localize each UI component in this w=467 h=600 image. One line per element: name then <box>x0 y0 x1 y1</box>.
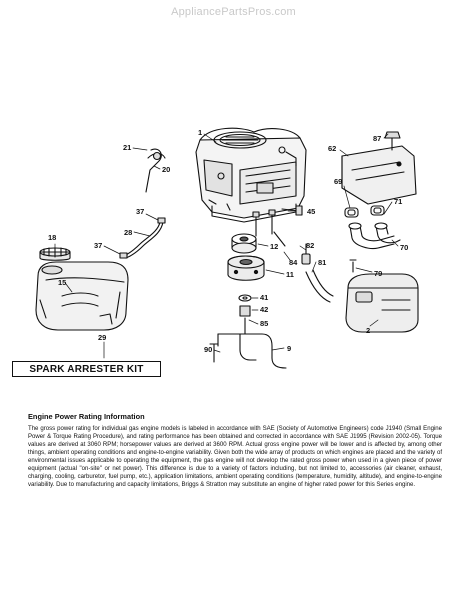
callout-84: 84 <box>289 258 298 267</box>
callout-20: 20 <box>162 165 170 174</box>
washer-41 <box>238 294 252 302</box>
info-heading: Engine Power Rating Information <box>28 412 145 421</box>
exhaust-pipe-71 <box>374 222 401 244</box>
dipstick-20 <box>145 148 166 193</box>
callout-69: 69 <box>334 177 342 186</box>
heat-shield-62 <box>341 145 417 205</box>
callout-81: 81 <box>318 258 326 267</box>
clutch-11 <box>227 255 265 281</box>
breather-hose-81 <box>305 269 334 303</box>
callout-82: 82 <box>306 241 314 250</box>
bolt-79 <box>349 259 357 273</box>
leader-lines <box>54 133 399 359</box>
callout-28: 28 <box>124 228 132 237</box>
engine-block <box>195 127 307 223</box>
callout-90: 90 <box>204 345 212 354</box>
callout-labels: 1 21 20 37 28 37 18 15 29 45 84 12 82 81… <box>48 128 408 354</box>
fuel-cap-18 <box>39 247 71 261</box>
bolt-90 <box>209 343 219 363</box>
callout-70: 70 <box>400 243 408 252</box>
callout-37a: 37 <box>136 207 144 216</box>
spacer-42 <box>239 305 251 317</box>
callout-18: 18 <box>48 233 56 242</box>
bolt-84 <box>252 209 286 247</box>
callout-62: 62 <box>328 144 336 153</box>
callout-11: 11 <box>286 270 294 279</box>
callout-21: 21 <box>123 143 131 152</box>
callout-15: 15 <box>58 278 66 287</box>
callout-42: 42 <box>260 305 268 314</box>
spark-arrester-kit-label: SPARK ARRESTER KIT <box>12 361 161 377</box>
watermark-text: AppliancePartsPros.com <box>171 6 296 18</box>
callout-29: 29 <box>98 333 106 342</box>
callout-85: 85 <box>260 319 268 328</box>
callout-87: 87 <box>373 134 381 143</box>
exploded-parts-diagram: 1 21 20 37 28 37 18 15 29 45 84 12 82 81… <box>35 127 419 369</box>
muffler-2 <box>345 273 419 333</box>
callout-1: 1 <box>198 128 202 137</box>
callout-71: 71 <box>394 197 402 206</box>
pulley-12 <box>231 233 257 254</box>
callout-2: 2 <box>366 326 370 335</box>
fuel-tank-15 <box>35 261 129 331</box>
callout-45: 45 <box>307 207 315 216</box>
fuel-line-28 <box>119 217 166 259</box>
bolt-85 <box>240 315 250 335</box>
bolt-45 <box>281 205 303 216</box>
callout-12: 12 <box>270 242 278 251</box>
callout-41: 41 <box>260 293 268 302</box>
fitting-82 <box>301 243 311 265</box>
gaskets-69 <box>344 205 385 218</box>
info-paragraph: The gross power rating for individual ga… <box>28 426 442 488</box>
callout-79: 79 <box>374 269 382 278</box>
belt-guide-9 <box>217 333 287 369</box>
callout-9: 9 <box>287 344 291 353</box>
callout-37b: 37 <box>94 241 102 250</box>
